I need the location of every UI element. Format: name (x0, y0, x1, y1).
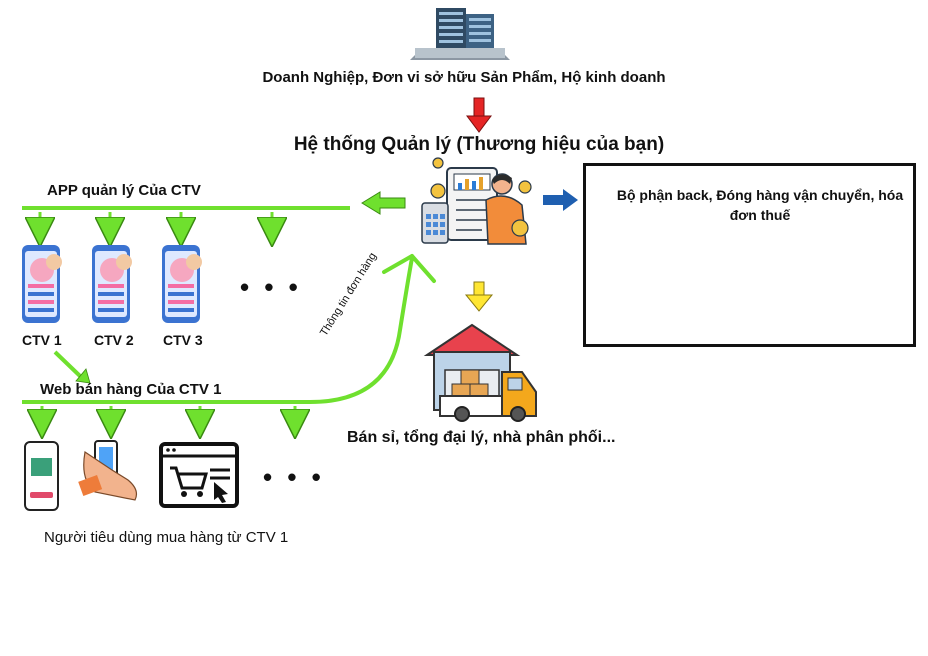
system-title: Hệ thống Quản lý (Thương hiệu của bạn) (293, 134, 665, 155)
ctv-phone-2 (92, 245, 132, 323)
red-down-arrow (466, 97, 492, 133)
app-ellipsis: • • • (240, 272, 302, 302)
ctv1-to-web-arrow (53, 350, 91, 384)
web-line-curve (22, 257, 414, 404)
backoffice-text: Bộ phận back, Đóng hàng vận chuyển, hóa … (616, 187, 904, 223)
app-down-arrows (40, 212, 272, 232)
blue-right-arrow (543, 189, 578, 211)
yellow-down-arrow (464, 281, 494, 312)
ctv-phone-1 (22, 245, 62, 323)
warehouse-truck-icon (423, 323, 537, 422)
consumer-phone-icon (24, 441, 59, 511)
curve-arrowhead (382, 254, 436, 283)
manager-illustration (421, 157, 532, 245)
backoffice-box (583, 163, 916, 347)
web-down-arrows (42, 406, 295, 424)
consumer-caption: Người tiêu dùng mua hàng từ CTV 1 (44, 529, 289, 546)
building-icon (410, 8, 510, 60)
company-title: Doanh Nghiệp, Đơn vi sở hữu Sản Phẩm, Hộ… (262, 69, 666, 86)
app-title: APP quản lý Của CTV (47, 182, 201, 199)
web-shopping-icon (159, 442, 239, 508)
ctv-phone-3 (162, 245, 202, 323)
wholesale-text: Bán sỉ, tổng đại lý, nhà phân phối... (347, 429, 616, 446)
ctv-label-1: CTV 1 (22, 332, 62, 348)
ctv-label-3: CTV 3 (163, 332, 203, 348)
web-ellipsis: • • • (263, 462, 325, 492)
web-title: Web bán hàng Của CTV 1 (40, 381, 222, 398)
green-left-arrow (361, 191, 406, 215)
consumer-hand-phone-icon (78, 440, 138, 501)
ctv-label-2: CTV 2 (94, 332, 134, 348)
